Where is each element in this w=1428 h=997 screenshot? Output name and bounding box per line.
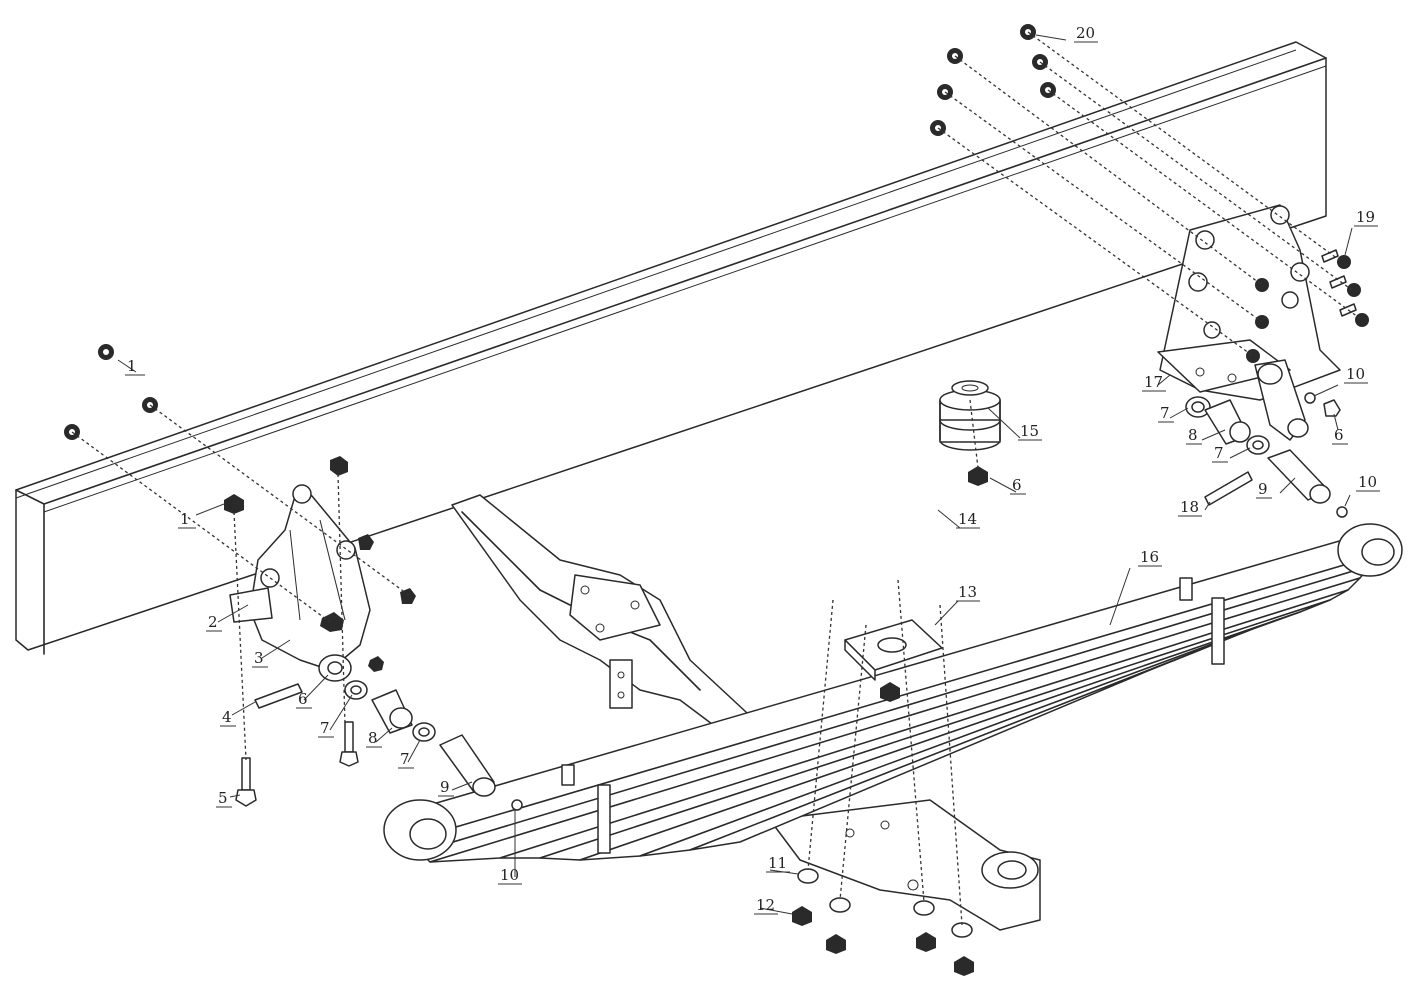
callout-15: 15: [1020, 422, 1039, 440]
leader-lines: [117, 34, 1353, 915]
callout-2: 2: [208, 613, 218, 631]
callout-9-right: 9: [1258, 480, 1268, 498]
u-bolts: [831, 450, 942, 626]
callout-13: 13: [958, 583, 977, 601]
callout-11: 11: [768, 854, 787, 872]
callout-18: 18: [1180, 498, 1199, 516]
callout-1-bracket: 1: [180, 510, 190, 528]
callout-16: 16: [1140, 548, 1159, 566]
frame-rail: [15, 41, 1327, 655]
callout-8-left: 8: [368, 729, 378, 747]
left-fasteners: [224, 456, 523, 811]
bump-stop: [939, 380, 1001, 451]
callout-7-right-a: 7: [1160, 404, 1170, 422]
axle-seat-bracket: [769, 799, 1041, 931]
callout-6-left: 6: [298, 690, 308, 708]
callout-19: 19: [1356, 208, 1375, 226]
callout-12: 12: [756, 896, 775, 914]
axle-beam: [451, 494, 801, 771]
callout-6-mid: 6: [1012, 476, 1022, 494]
callout-7-right-b: 7: [1214, 444, 1224, 462]
callout-6-right: 6: [1334, 426, 1344, 444]
right-fasteners: [792, 249, 1369, 976]
callout-labels: 1 1 2 3 4 5 6 7 8 7 9 10 11 12 13 14 15 …: [125, 24, 1380, 915]
callout-17: 17: [1144, 373, 1163, 391]
callout-20: 20: [1076, 24, 1095, 42]
callout-3: 3: [254, 649, 264, 667]
callout-7-left-a: 7: [320, 719, 330, 737]
callout-4: 4: [222, 708, 232, 726]
callout-7-left-b: 7: [400, 750, 410, 768]
callout-5: 5: [218, 789, 228, 807]
rear-hanger-bracket: [1157, 204, 1341, 441]
assembly-lines: [71, 31, 1363, 926]
callout-10-right-up: 10: [1346, 365, 1365, 383]
callout-1-top: 1: [127, 357, 137, 375]
callout-8-right: 8: [1188, 426, 1198, 444]
callout-10-left: 10: [500, 866, 519, 884]
callout-10-right-low: 10: [1358, 473, 1377, 491]
spring-pad: [844, 619, 943, 681]
callout-9-left: 9: [440, 778, 450, 796]
callout-14: 14: [958, 510, 977, 528]
